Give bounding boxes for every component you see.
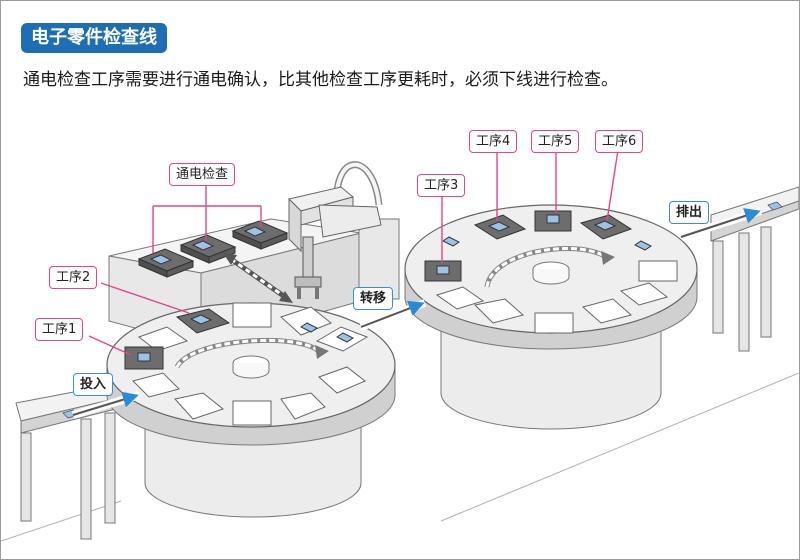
label-process-5: 工序5: [531, 130, 580, 153]
label-process-4: 工序4: [469, 130, 518, 153]
leader-lines: [88, 149, 619, 356]
label-input: 投入: [73, 373, 114, 396]
rotary-table-1: [106, 302, 396, 518]
label-power-check: 通电检查: [169, 163, 236, 186]
rotary-table-2: [404, 204, 698, 430]
page-description: 通电检查工序需要进行通电确认，比其他检查工序更耗时，必须下线进行检查。: [23, 70, 618, 90]
robot-arm: [288, 161, 400, 300]
transfer-dashed-arrow: [223, 253, 293, 303]
power-check-devices: [137, 220, 289, 278]
page-title: 电子零件检查线: [21, 23, 167, 53]
flow-arrows: [71, 207, 763, 419]
floor-lines: [1, 372, 799, 542]
label-transfer: 转移: [353, 287, 394, 310]
label-process-2: 工序2: [49, 266, 98, 289]
label-process-3: 工序3: [417, 174, 466, 197]
label-process-6: 工序6: [595, 130, 644, 153]
label-process-1: 工序1: [35, 318, 84, 341]
label-output: 排出: [669, 201, 710, 224]
